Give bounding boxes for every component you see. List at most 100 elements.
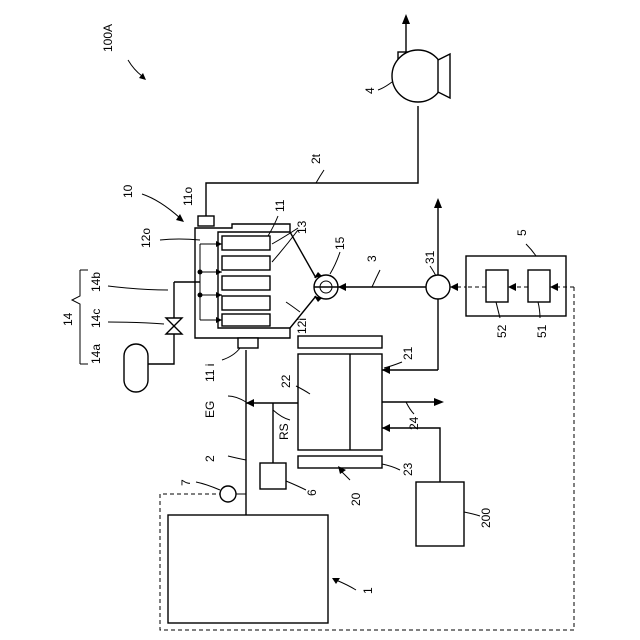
leader-100A <box>128 60 142 76</box>
label-RS: RS <box>277 423 291 440</box>
leader-13b <box>272 230 298 262</box>
channel-2 <box>222 256 270 270</box>
label-11: 11 <box>273 199 287 212</box>
label-mixer: 31 <box>423 250 437 264</box>
turbine-housing <box>438 54 450 98</box>
leader-15 <box>330 252 340 274</box>
label-14: 14 <box>61 312 75 326</box>
arrow-m1 <box>216 241 222 247</box>
leader-200 <box>464 512 480 516</box>
label-sensor: 7 <box>179 479 193 486</box>
plate-top <box>298 336 382 348</box>
arrow-24 <box>434 398 444 406</box>
leader-RS <box>273 410 290 420</box>
label-tank-6: 6 <box>305 489 319 496</box>
channel-3 <box>222 276 270 290</box>
engine: 1 <box>168 515 375 623</box>
channel-5 <box>222 314 270 326</box>
label-2t: 2t <box>309 153 323 164</box>
leader-14c <box>108 322 164 324</box>
arrow-m3 <box>216 292 222 298</box>
leader-11i <box>222 348 240 360</box>
leader-14b <box>108 286 168 290</box>
tank-6 <box>260 463 286 489</box>
label-52: 52 <box>495 324 509 338</box>
leader-10 <box>142 194 180 218</box>
leader-2t <box>316 170 324 183</box>
controller: 5 52 51 <box>466 229 574 338</box>
catalyst-channels <box>222 236 270 326</box>
valve-14c-top <box>166 318 182 326</box>
label-exhaust-pipe: 2 <box>203 455 217 462</box>
label-23: 23 <box>401 462 415 476</box>
leader-engine <box>336 580 356 590</box>
channel-4 <box>222 296 270 310</box>
controller-52 <box>486 270 508 302</box>
fuel-unit: 24 21 22 23 20 <box>279 336 444 506</box>
arrow-3 <box>338 283 346 291</box>
label-21: 21 <box>401 346 415 360</box>
label-200: 200 <box>479 508 493 528</box>
plate-bottom <box>298 456 382 468</box>
system-label: 100A <box>101 24 146 80</box>
label-51: 51 <box>535 324 549 338</box>
turbine-exhaust-arrow <box>402 14 410 24</box>
turbine-body <box>392 50 444 102</box>
rs-arrow-left <box>246 399 254 407</box>
label-22: 22 <box>279 374 293 388</box>
leader-13a <box>272 228 298 244</box>
controller-51 <box>528 270 550 302</box>
label-11o: 11o <box>181 187 195 206</box>
exhaust-outlet-line: 2t <box>206 106 418 216</box>
tank-to-valve <box>148 340 174 364</box>
label-12i: 12i <box>295 318 309 334</box>
source-box <box>416 482 464 546</box>
leader-12o <box>160 239 200 240</box>
valve-assembly: 15 3 <box>314 236 426 302</box>
label-24: 24 <box>407 416 421 430</box>
label-reformer: 10 <box>121 184 135 198</box>
sensor: 7 <box>179 479 246 502</box>
leader-4 <box>378 82 392 90</box>
valve-14c-bottom <box>166 326 182 334</box>
inlet-port-11i <box>238 338 258 348</box>
gas-tank <box>124 344 148 392</box>
supply-system: 14 14b 14c 14a <box>61 270 200 392</box>
leader-7 <box>196 482 220 490</box>
arrow-m2 <box>216 269 222 275</box>
cell-body <box>298 354 382 450</box>
leader-3 <box>372 270 380 287</box>
engine-body <box>168 515 328 623</box>
label-14b: 14b <box>89 272 103 292</box>
mixer-signal-arrow <box>450 283 458 291</box>
label-EG: EG <box>203 401 217 418</box>
label-14a: 14a <box>89 344 103 364</box>
sensor-circle <box>220 486 236 502</box>
fuel-source: 200 <box>416 482 493 546</box>
label-14c: 14c <box>89 309 103 328</box>
leader-11 <box>268 216 278 236</box>
leader-EG <box>228 396 246 402</box>
label-engine: 1 <box>361 587 375 594</box>
label-12o: 12o <box>139 228 153 248</box>
turbine: 4 <box>363 14 450 102</box>
label-fuel-unit: 20 <box>349 492 363 506</box>
label-turbine: 4 <box>363 87 377 94</box>
arrow-m4 <box>216 317 222 323</box>
label-11i: 11 i <box>203 364 217 382</box>
leader-5 <box>526 244 536 256</box>
funnel-top <box>290 232 316 278</box>
label-100A: 100A <box>101 24 115 52</box>
leader-6 <box>286 481 306 490</box>
label-valve: 15 <box>333 236 347 250</box>
leader-2 <box>228 456 246 460</box>
leader-24 <box>406 402 414 414</box>
reformer: 10 11o 12o 11 i 11 13 12i <box>121 184 316 382</box>
channel-1 <box>222 236 270 250</box>
outlet-port-11o <box>198 216 214 226</box>
mixer-circle <box>426 275 450 299</box>
mixer-up-arrow <box>434 198 442 208</box>
leader-23 <box>382 464 400 470</box>
arrow-supply <box>382 424 390 432</box>
label-controller: 5 <box>515 229 529 236</box>
